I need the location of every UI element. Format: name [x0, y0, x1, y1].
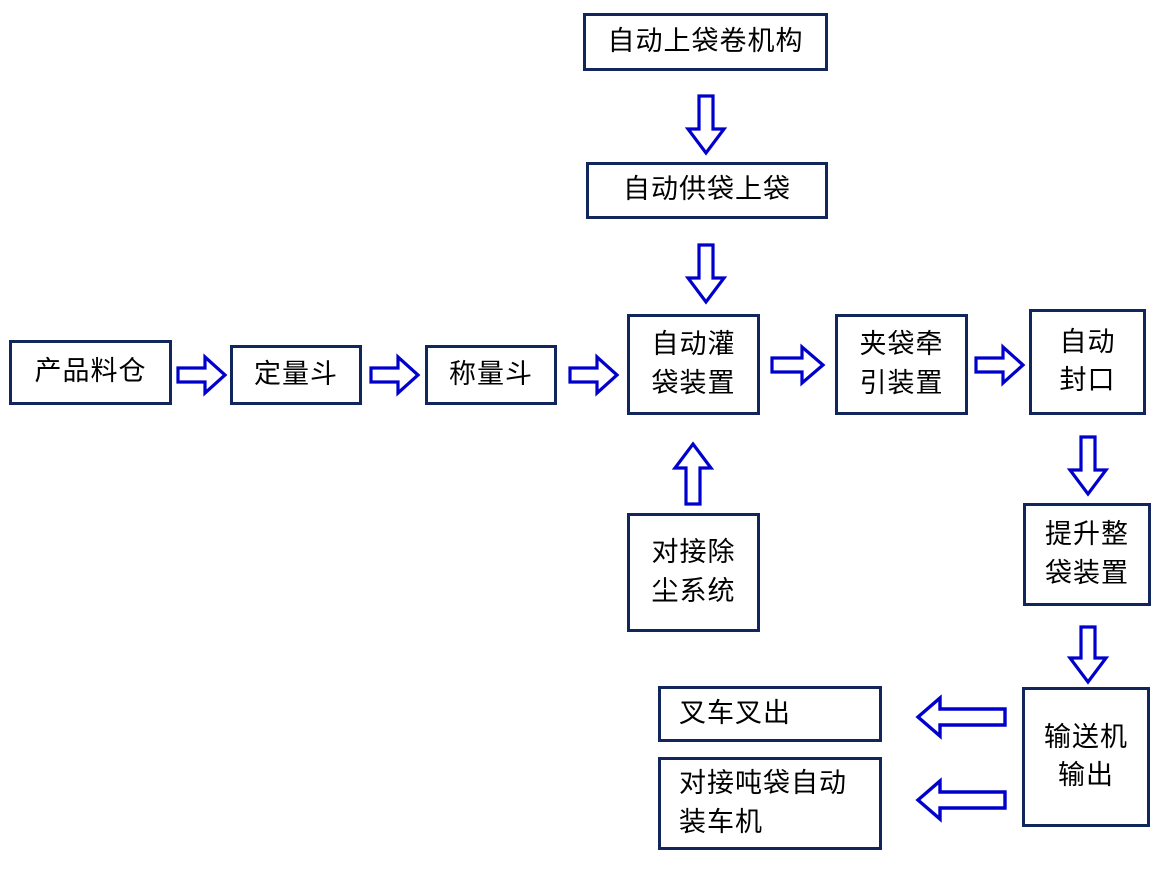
node-conveyor-output[interactable]: 输送机 输出 — [1022, 687, 1150, 827]
arrow-left-conveyor-to-tonbag — [915, 777, 1007, 823]
arrow-down-feed-to-filler — [684, 243, 728, 305]
node-forklift-out[interactable]: 叉车叉出 — [658, 686, 882, 742]
node-product-silo[interactable]: 产品料仓 — [9, 340, 172, 405]
arrow-right-clamp-to-sealer — [974, 343, 1026, 387]
arrow-right-silo-to-dosing — [176, 353, 228, 397]
arrow-right-weighing-to-filler — [568, 353, 620, 397]
node-auto-sealer[interactable]: 自动 封口 — [1029, 309, 1146, 415]
node-weighing-hopper[interactable]: 称量斗 — [425, 345, 557, 405]
node-auto-bag-feed[interactable]: 自动供袋上袋 — [586, 162, 828, 219]
arrow-left-conveyor-to-forklift — [915, 694, 1007, 740]
node-bag-lift-shaper[interactable]: 提升整 袋装置 — [1023, 503, 1151, 606]
node-auto-bag-filler[interactable]: 自动灌 袋装置 — [627, 314, 760, 415]
arrow-down-lift-to-conveyor — [1066, 625, 1110, 685]
arrow-down-roll-to-feed — [684, 94, 728, 156]
node-dust-removal[interactable]: 对接除 尘系统 — [627, 513, 760, 632]
node-auto-bag-roll[interactable]: 自动上袋卷机构 — [583, 13, 828, 71]
node-ton-bag-loader[interactable]: 对接吨袋自动 装车机 — [658, 757, 882, 850]
node-bag-clamp-puller[interactable]: 夹袋牵 引装置 — [835, 314, 968, 415]
arrow-down-sealer-to-lift — [1066, 435, 1110, 497]
arrow-right-filler-to-clamp — [770, 343, 826, 387]
arrow-up-dust-to-filler — [671, 441, 715, 506]
node-dosing-hopper[interactable]: 定量斗 — [230, 345, 362, 405]
arrow-right-dosing-to-weighing — [369, 353, 421, 397]
